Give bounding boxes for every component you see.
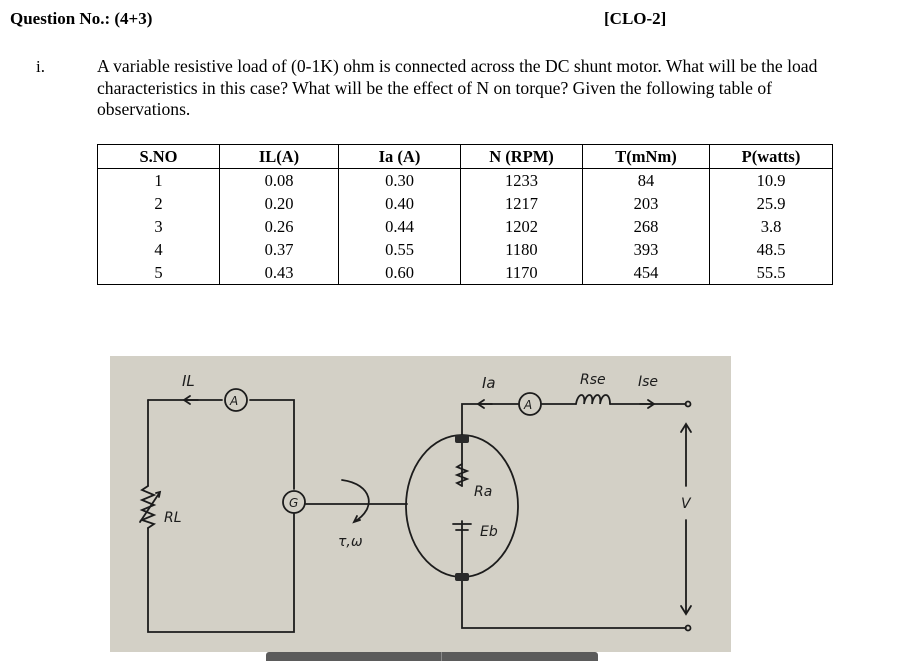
ise-arrow bbox=[639, 399, 656, 409]
terminal-bottom bbox=[684, 624, 692, 632]
table-cell: 84 bbox=[582, 168, 710, 192]
label-torque-omega: τ,ω bbox=[338, 534, 363, 550]
table-cell: 0.60 bbox=[338, 261, 461, 285]
table-header-row: S.NO IL(A) Ia (A) N (RPM) T(mNm) P(watts… bbox=[97, 144, 833, 169]
table-cell: 0.37 bbox=[219, 238, 339, 261]
label-rl: RL bbox=[164, 510, 182, 526]
rl-arrow bbox=[139, 490, 162, 523]
table-row: 5 0.43 0.60 1170 454 55.5 bbox=[97, 261, 833, 285]
table-cell: 25.9 bbox=[709, 192, 833, 215]
back-emf-eb bbox=[452, 523, 472, 531]
table-cell: 1180 bbox=[460, 238, 583, 261]
voltage-arrow-up bbox=[680, 422, 692, 487]
table-cell: 0.43 bbox=[219, 261, 339, 285]
terminal-top bbox=[684, 400, 692, 408]
ammeter-2 bbox=[518, 392, 542, 416]
table-row: 2 0.20 0.40 1217 203 25.9 bbox=[97, 192, 833, 215]
load-wire-left bbox=[147, 399, 295, 633]
ammeter-1 bbox=[224, 388, 248, 412]
table-cell: 48.5 bbox=[709, 238, 833, 261]
table-cell: 0.08 bbox=[219, 168, 339, 192]
table-cell: 3 bbox=[97, 215, 220, 238]
table-cell: 0.55 bbox=[338, 238, 461, 261]
table-cell: 10.9 bbox=[709, 168, 833, 192]
table-cell: 0.40 bbox=[338, 192, 461, 215]
table-cell: 3.8 bbox=[709, 215, 833, 238]
generator bbox=[282, 490, 306, 514]
brush-bottom bbox=[455, 573, 469, 581]
series-field-rse bbox=[575, 394, 611, 405]
armature-resistor-ra bbox=[454, 463, 470, 487]
label-generator: G bbox=[289, 496, 298, 510]
table-cell: 1170 bbox=[460, 261, 583, 285]
label-eb: Eb bbox=[480, 524, 498, 540]
voltage-arrow-down bbox=[680, 519, 692, 616]
clo-label: [CLO-2] bbox=[604, 9, 667, 28]
question-number: Question No.: (4+3) bbox=[10, 9, 153, 28]
table-cell: 1 bbox=[97, 168, 220, 192]
table-cell: 1233 bbox=[460, 168, 583, 192]
load-resistor-rl bbox=[139, 485, 157, 529]
table-row: 4 0.37 0.55 1180 393 48.5 bbox=[97, 238, 833, 261]
col-header-n: N (RPM) bbox=[460, 144, 583, 169]
question-text: A variable resistive load of (0-1K) ohm … bbox=[97, 56, 818, 119]
table-row: 1 0.08 0.30 1233 84 10.9 bbox=[97, 168, 833, 192]
table-cell: 268 bbox=[582, 215, 710, 238]
label-rse: Rse bbox=[580, 372, 606, 388]
label-v: V bbox=[681, 496, 692, 512]
table-cell: 2 bbox=[97, 192, 220, 215]
table-cell: 55.5 bbox=[709, 261, 833, 285]
item-number: i. bbox=[36, 57, 45, 76]
question-header: Question No.: (4+3) [CLO-2] bbox=[10, 9, 890, 29]
load-wire-top bbox=[147, 399, 295, 490]
label-ammeter-1: A bbox=[229, 394, 238, 408]
table-cell: 0.44 bbox=[338, 215, 461, 238]
col-header-sno: S.NO bbox=[97, 144, 220, 169]
table-cell: 1217 bbox=[460, 192, 583, 215]
torque-arrow bbox=[341, 479, 370, 524]
circuit-diagram-photo: IL RL A G τ,ω Ia A Ra Eb Rse Ise V bbox=[110, 356, 731, 652]
label-il: IL bbox=[182, 372, 195, 390]
brush-top bbox=[455, 435, 469, 443]
table-row: 3 0.26 0.44 1202 268 3.8 bbox=[97, 215, 833, 238]
table-cell: 0.26 bbox=[219, 215, 339, 238]
label-ia: Ia bbox=[482, 374, 496, 392]
table-cell: 5 bbox=[97, 261, 220, 285]
col-header-il: IL(A) bbox=[219, 144, 339, 169]
table-cell: 393 bbox=[582, 238, 710, 261]
label-ammeter-2: A bbox=[523, 398, 532, 412]
label-ise: Ise bbox=[638, 374, 658, 390]
il-arrow bbox=[182, 395, 199, 405]
table-cell: 0.30 bbox=[338, 168, 461, 192]
label-ra: Ra bbox=[474, 484, 492, 500]
bottom-wire bbox=[461, 577, 687, 629]
circuit-diagram: IL RL A G τ,ω Ia A Ra Eb Rse Ise V bbox=[139, 372, 692, 633]
table-cell: 454 bbox=[582, 261, 710, 285]
bottom-toolbar[interactable] bbox=[266, 652, 598, 661]
table-cell: 203 bbox=[582, 192, 710, 215]
ia-arrow bbox=[476, 399, 493, 409]
col-header-t: T(mNm) bbox=[582, 144, 710, 169]
toolbar-divider bbox=[441, 652, 442, 661]
col-header-p: P(watts) bbox=[709, 144, 833, 169]
top-wire bbox=[461, 403, 687, 437]
table-cell: 0.20 bbox=[219, 192, 339, 215]
col-header-ia: Ia (A) bbox=[338, 144, 461, 169]
table-cell: 4 bbox=[97, 238, 220, 261]
observation-table: S.NO IL(A) Ia (A) N (RPM) T(mNm) P(watts… bbox=[97, 144, 833, 285]
table-cell: 1202 bbox=[460, 215, 583, 238]
